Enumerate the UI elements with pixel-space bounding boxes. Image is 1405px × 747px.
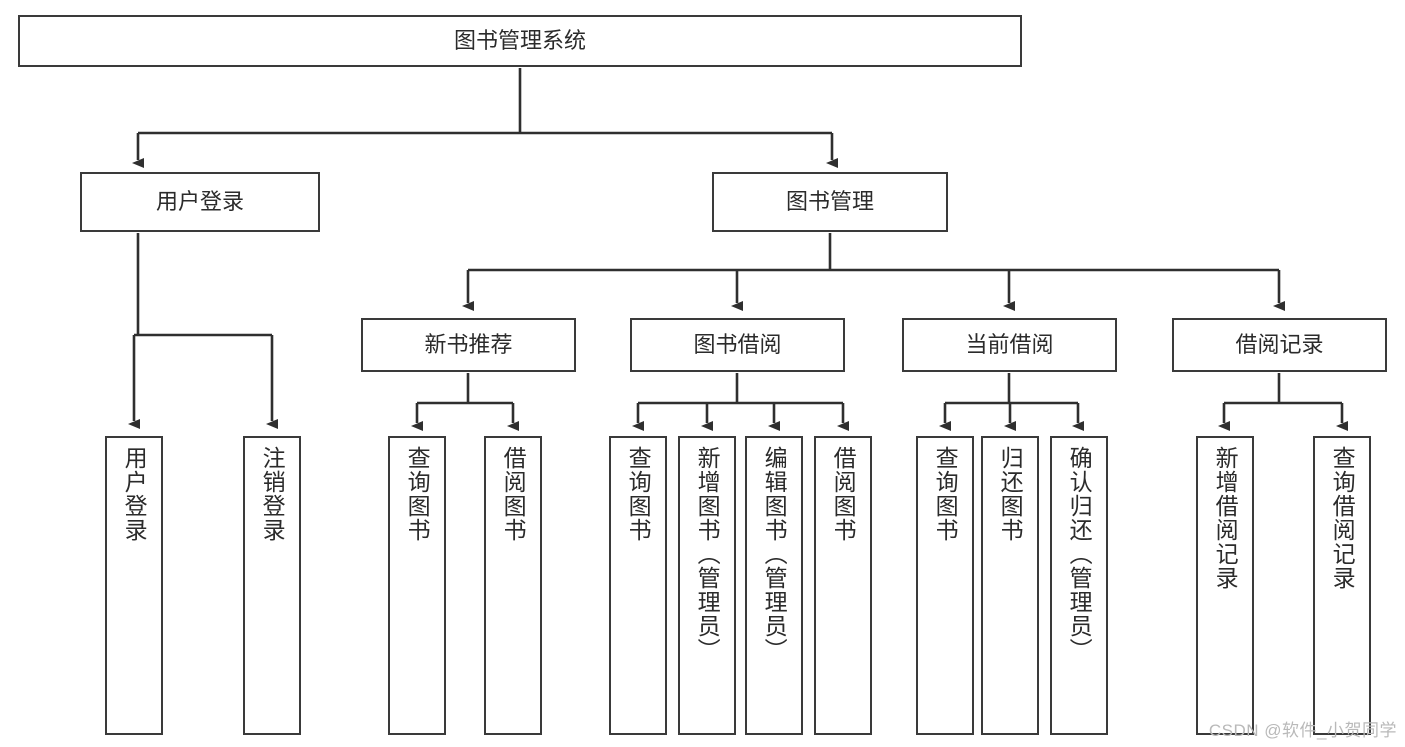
node-book-management[interactable]: 图书管理: [712, 172, 948, 232]
node-current-borrow[interactable]: 当前借阅: [902, 318, 1117, 372]
node-label: 新增借阅记录: [1212, 446, 1239, 590]
node-label: 编辑图书（管理员）: [761, 446, 788, 662]
node-label: 图书借阅: [693, 332, 782, 358]
node-label: 新书推荐: [424, 332, 513, 358]
node-label: 查询图书: [625, 446, 652, 542]
node-label: 新增图书（管理员）: [694, 446, 721, 662]
node-label: 确认归还（管理员）: [1066, 446, 1093, 662]
node-leaf-logout[interactable]: 注销登录: [243, 436, 301, 735]
node-leaf-edit-book-admin[interactable]: 编辑图书（管理员）: [745, 436, 803, 735]
node-leaf-add-borrow-record[interactable]: 新增借阅记录: [1196, 436, 1254, 735]
node-leaf-user-login[interactable]: 用户登录: [105, 436, 163, 735]
node-leaf-query-book-recommend[interactable]: 查询图书: [388, 436, 446, 735]
node-label: 查询图书: [932, 446, 959, 542]
node-leaf-query-borrow-record[interactable]: 查询借阅记录: [1313, 436, 1371, 735]
node-leaf-return-book[interactable]: 归还图书: [981, 436, 1039, 735]
node-label: 图书管理系统: [453, 28, 586, 54]
node-book-borrow[interactable]: 图书借阅: [630, 318, 845, 372]
node-label: 查询图书: [404, 446, 431, 542]
node-leaf-borrow-book-recommend[interactable]: 借阅图书: [484, 436, 542, 735]
node-label: 图书管理: [785, 189, 874, 215]
node-label: 借阅记录: [1235, 332, 1324, 358]
node-label: 用户登录: [155, 189, 244, 215]
node-label: 注销登录: [259, 446, 286, 542]
node-leaf-borrow-book[interactable]: 借阅图书: [814, 436, 872, 735]
node-label: 当前借阅: [965, 332, 1054, 358]
node-label: 借阅图书: [500, 446, 527, 542]
node-leaf-confirm-return-admin[interactable]: 确认归还（管理员）: [1050, 436, 1108, 735]
node-leaf-add-book-admin[interactable]: 新增图书（管理员）: [678, 436, 736, 735]
node-label: 借阅图书: [830, 446, 857, 542]
node-label: 用户登录: [121, 446, 148, 542]
node-leaf-query-book-current[interactable]: 查询图书: [916, 436, 974, 735]
node-user-login[interactable]: 用户登录: [80, 172, 320, 232]
node-label: 归还图书: [997, 446, 1024, 542]
node-new-book-recommend[interactable]: 新书推荐: [361, 318, 576, 372]
node-leaf-query-book-borrow[interactable]: 查询图书: [609, 436, 667, 735]
node-root-book-management-system[interactable]: 图书管理系统: [18, 15, 1022, 67]
watermark-text: CSDN @软件_小贺同学: [1208, 721, 1397, 740]
node-borrow-record[interactable]: 借阅记录: [1172, 318, 1387, 372]
node-label: 查询借阅记录: [1329, 446, 1356, 590]
